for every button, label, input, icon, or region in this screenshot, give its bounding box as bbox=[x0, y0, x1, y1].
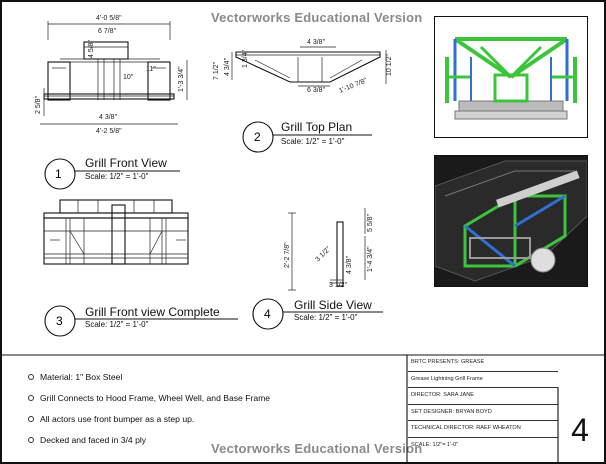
dim-side-5-5-8: 5 5/8" bbox=[367, 213, 374, 232]
dim-top-4-3-8: 4 3/8" bbox=[307, 39, 326, 46]
view-number-1: 1 bbox=[55, 167, 62, 181]
note-item: Material: 1" Box Steel bbox=[24, 372, 270, 393]
sheet-number: 4 bbox=[571, 412, 589, 448]
view-bubble-2 bbox=[242, 121, 274, 153]
view-title-front: Grill Front View bbox=[85, 156, 167, 170]
dim-top-10-1-2: 10 1/2" bbox=[386, 54, 393, 76]
note-item: Decked and faced in 3/4 ply bbox=[24, 435, 270, 456]
tb-scale: SCALE: 1/2"= 1'-0" bbox=[411, 441, 459, 448]
dim-front-6-7-8: 6 7/8" bbox=[98, 28, 117, 35]
bullet-icon bbox=[28, 416, 34, 422]
dim-side-height: 2'-2 7/8" bbox=[284, 242, 291, 268]
dim-front-height: 1'-3 3/4" bbox=[178, 66, 185, 92]
note-text: Material: 1" Box Steel bbox=[40, 372, 123, 382]
view-bubble-4 bbox=[252, 298, 284, 330]
dim-top-6-3-8: 6 3/8" bbox=[307, 87, 326, 94]
render-3d-car-context bbox=[434, 155, 588, 287]
view-scale-front-complete: Scale: 1/2" = 1'-0" bbox=[85, 320, 149, 329]
view-number-2: 2 bbox=[254, 130, 261, 144]
view-title-front-complete: Grill Front view Complete bbox=[85, 305, 220, 319]
render-3d-frame-graphic bbox=[445, 37, 577, 120]
bullet-icon bbox=[28, 437, 34, 443]
grill-front-complete-drawing bbox=[43, 199, 189, 265]
dim-top-4-3-4: 4 3/4" bbox=[224, 57, 231, 76]
general-notes: Material: 1" Box Steel Grill Connects to… bbox=[24, 372, 270, 456]
tb-set-designer: SET DESIGNER: BRYAN BOYD bbox=[408, 405, 558, 421]
grill-top-plan-drawing: 4 3/8" 7 1/2" 4 3/4" 1 3/4" 10 1/2" 1'-1… bbox=[213, 39, 393, 95]
tb-director: DIRECTOR: SARA JANE bbox=[408, 388, 558, 405]
note-text: All actors use front bumper as a step up… bbox=[40, 414, 195, 424]
dim-front-11: 11" bbox=[146, 66, 156, 73]
watermark-bottom: Vectorworks Educational Version bbox=[211, 441, 423, 456]
grill-side-view-drawing: 2'-2 7/8" 5 5/8" 1'-4 3/4" 3 1/2" 4 3/8"… bbox=[284, 208, 374, 291]
view-scale-side: Scale: 1/2" = 1'-0" bbox=[294, 313, 358, 322]
dim-front-overall: 4'-2 5/8" bbox=[96, 128, 122, 135]
view-title-side: Grill Side View bbox=[294, 298, 372, 312]
dim-top-1-3-4: 1 3/4" bbox=[242, 49, 249, 68]
view-scale-top: Scale: 1/2" = 1'-0" bbox=[281, 137, 345, 146]
dim-side-3-1-2-b: 3 1/2" bbox=[329, 282, 348, 289]
render-3d-frame-iso bbox=[434, 16, 588, 138]
view-bubble-1 bbox=[44, 158, 76, 190]
view-bubble-3 bbox=[44, 305, 76, 337]
note-text: Grill Connects to Hood Frame, Wheel Well… bbox=[40, 393, 271, 403]
dim-front-2-5-8: 2 5/8" bbox=[35, 95, 42, 114]
dim-front-4-3-8: 4 3/8" bbox=[99, 114, 118, 121]
grill-front-view-drawing: 4'-0 5/8" 6 7/8" 4 5/8" 11" 10" 1'-3 3/4… bbox=[35, 15, 188, 135]
dim-front-4-5-8: 4 5/8" bbox=[88, 39, 95, 58]
dim-side-4-3-8: 4 3/8" bbox=[346, 255, 353, 274]
bullet-icon bbox=[28, 395, 34, 401]
note-item: Grill Connects to Hood Frame, Wheel Well… bbox=[24, 393, 270, 414]
watermark-top: Vectorworks Educational Version bbox=[211, 10, 423, 25]
tb-technical-director: TECHNICAL DIRECTOR: RAEF WHEATON bbox=[408, 421, 558, 438]
title-block: BRTC PRESENTS: GREASE Grease Lightning G… bbox=[408, 355, 558, 454]
note-text: Decked and faced in 3/4 ply bbox=[40, 435, 147, 445]
dim-side-1-4-3-4: 1'-4 3/4" bbox=[367, 246, 374, 272]
dim-front-width: 4'-0 5/8" bbox=[96, 15, 122, 22]
view-number-4: 4 bbox=[264, 307, 271, 321]
bullet-icon bbox=[28, 374, 34, 380]
dim-top-1-10-7-8: 1'-10 7/8" bbox=[338, 77, 368, 95]
view-title-top: Grill Top Plan bbox=[281, 120, 353, 134]
note-item: All actors use front bumper as a step up… bbox=[24, 414, 270, 435]
dim-side-3-1-2-a: 3 1/2" bbox=[314, 245, 332, 263]
view-scale-front: Scale: 1/2" = 1'-0" bbox=[85, 172, 149, 181]
dim-front-10: 10" bbox=[123, 74, 134, 81]
render-3d-car-graphic bbox=[434, 160, 588, 282]
tb-project: Grease Lightning Grill Frame bbox=[408, 372, 558, 388]
dim-top-7-1-2: 7 1/2" bbox=[213, 61, 220, 80]
tb-presents: BRTC PRESENTS: GREASE bbox=[408, 355, 558, 372]
view-number-3: 3 bbox=[56, 314, 63, 328]
